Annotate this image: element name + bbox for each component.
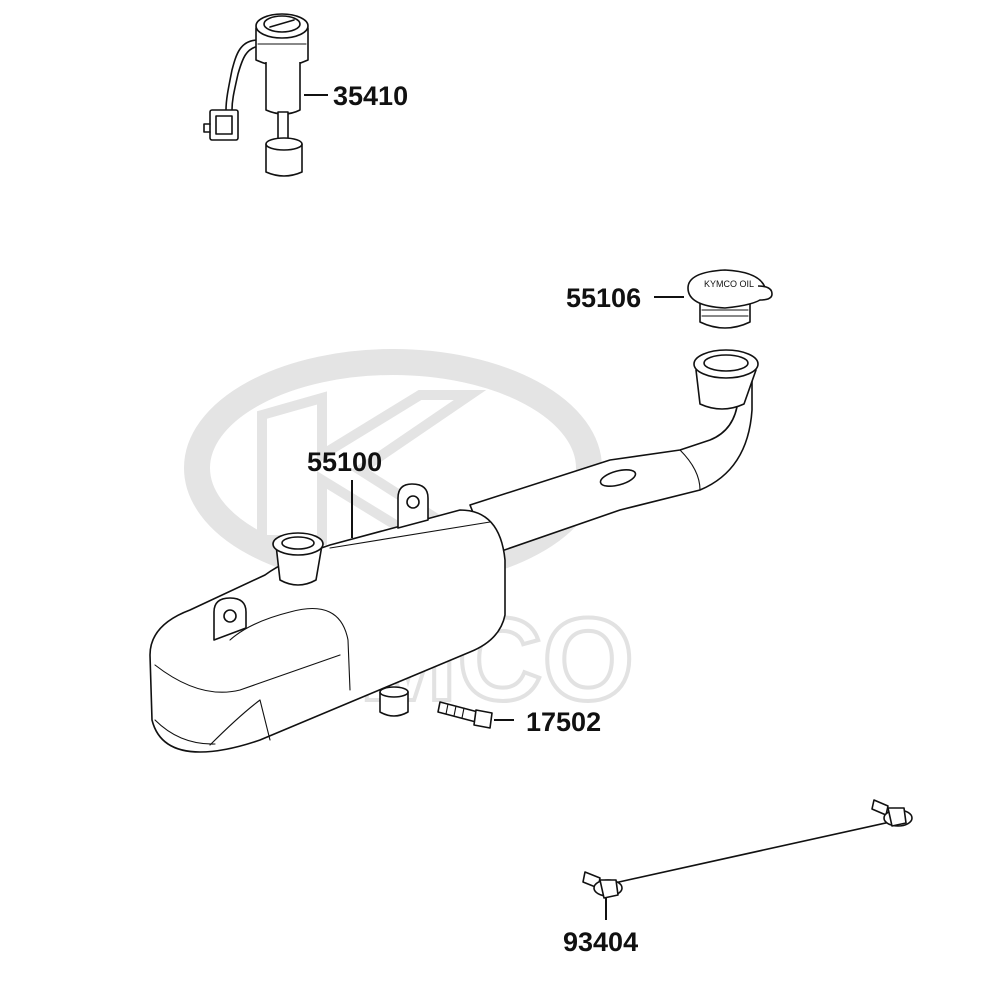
tank-seam-top [329, 521, 491, 549]
part-label-93404[interactable]: 93404 [563, 927, 638, 957]
drain-bolt-thread-2 [453, 705, 457, 717]
bolt2-shank [871, 799, 889, 816]
bolt-connector-line [609, 821, 891, 885]
pipe-bend-line [679, 449, 701, 491]
tank-bottom-curve [154, 719, 216, 745]
oil-level-sensor[interactable] [203, 13, 309, 177]
bracket-top-hole [406, 495, 420, 509]
tank-inlet-opening [281, 536, 315, 550]
part-label-55106[interactable]: 55106 [566, 283, 641, 313]
sensor-connector-latch [203, 123, 211, 133]
filler-pipe [469, 369, 753, 556]
sensor-wire-inner [231, 45, 263, 111]
part-label-17502[interactable]: 17502 [526, 707, 601, 737]
oil-filler-cap[interactable]: KYMCO OIL [687, 269, 773, 329]
part-label-55100[interactable]: 55100 [307, 447, 382, 477]
tank-outlet-rim [379, 686, 409, 698]
sensor-body [265, 62, 301, 115]
sensor-float [265, 143, 303, 177]
drain-bolt-head [473, 709, 493, 729]
tank-inlet-neck [275, 544, 323, 586]
sensor-wire [225, 39, 259, 111]
tank-body [149, 509, 506, 753]
sensor-screw-slot [269, 19, 295, 28]
cap-marking: KYMCO OIL [704, 279, 754, 289]
bolt1-head [599, 879, 619, 899]
sensor-connector-face [215, 115, 233, 135]
flange-bolts[interactable] [582, 799, 913, 899]
drain-bolt-thread-3 [461, 707, 465, 719]
flange-bolt-2 [871, 799, 913, 827]
cap-head [687, 269, 767, 309]
cap-tab [757, 285, 773, 301]
bolt2-head [887, 807, 907, 827]
bracket-side-hole [223, 609, 237, 623]
sensor-float-top [265, 137, 303, 151]
pipe-mount-hole [599, 468, 637, 488]
part-label-35410[interactable]: 35410 [333, 81, 408, 111]
tank-seam-side [154, 654, 341, 693]
drain-bolt[interactable] [437, 701, 493, 729]
flange-bolt-1 [582, 871, 623, 899]
drain-bolt-thread [445, 703, 449, 715]
pipe-mouth-opening [703, 354, 749, 372]
pipe-neck [695, 369, 757, 410]
tank-end-curve [209, 699, 271, 746]
oil-tank-assembly[interactable] [149, 349, 759, 753]
tank-outlet-fitting [379, 692, 409, 717]
